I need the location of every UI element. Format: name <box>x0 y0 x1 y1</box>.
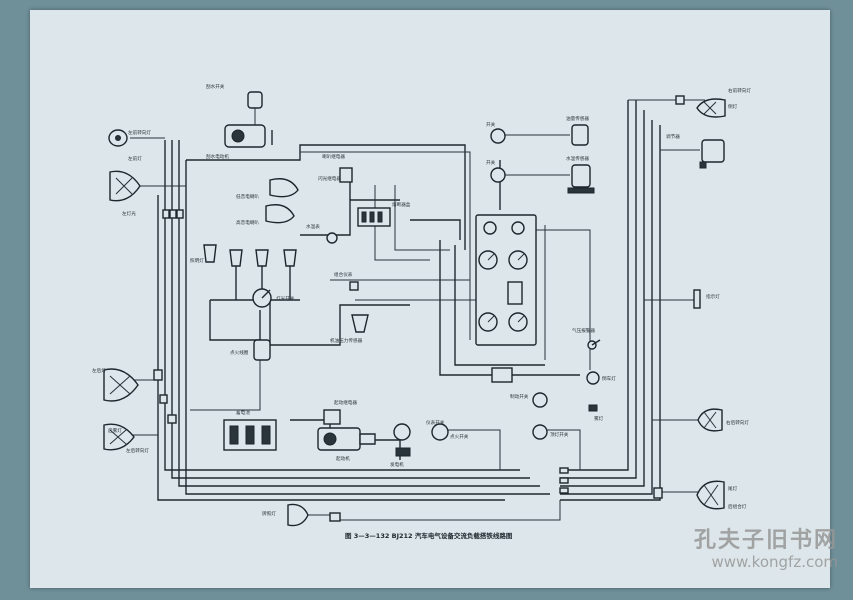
starter-motor <box>317 427 376 451</box>
regulator <box>491 367 513 383</box>
fuse-box <box>357 207 391 227</box>
left-rear-turn-lamp <box>103 423 135 451</box>
label-fog-lamp: 雾灯 <box>594 415 604 422</box>
label-left-front-turn: 左前转向灯 <box>128 129 151 136</box>
label-oil-sensor: 机油压力传感器 <box>330 337 363 344</box>
fuel-gauge-sensor <box>349 281 359 291</box>
label-regulator: 调节器 <box>666 133 680 140</box>
label-generator: 发电机 <box>390 461 404 468</box>
generator <box>393 423 411 457</box>
lamp-row <box>203 244 297 267</box>
label-top-switch-a: 开关 <box>486 121 496 128</box>
label-temp-sensor: 水温传感器 <box>566 155 589 162</box>
left-front-turn-lamp <box>108 129 128 147</box>
label-fuel-sensor: 油量传感器 <box>566 115 589 122</box>
dash-indicator <box>587 339 601 350</box>
label-light-switch: 灯光开关 <box>276 295 295 302</box>
ignition-switch <box>431 423 449 441</box>
label-gauge-cluster: 组合仪表 <box>334 271 353 278</box>
temp-sensor <box>567 164 595 194</box>
label-right-front-turn: 右前转向灯 <box>728 87 751 94</box>
wiper-motor <box>224 91 266 148</box>
label-left-headlamp-b: 左灯光 <box>122 210 136 217</box>
label-left-rear-lamp: 左后灯 <box>92 367 106 374</box>
gauge-cluster <box>475 214 537 346</box>
label-left-headlamp-a: 左前灯 <box>128 155 142 162</box>
label-horn-relay: 喇叭继电器 <box>322 153 345 160</box>
oil-sensor <box>351 314 369 333</box>
label-temp-gauge: 水温表 <box>306 223 320 230</box>
high-horn <box>265 204 295 224</box>
light-switch <box>252 288 272 308</box>
label-air-pressure: 气压报警器 <box>572 327 595 334</box>
wire-harness <box>125 99 705 521</box>
horn-relay <box>339 167 353 183</box>
component-labels: 左前转向灯 左前灯 左灯光 刮水开关 刮水电动机 喇叭继电器 低音电喇叭 高音电… <box>92 83 751 517</box>
left-rear-combo-lamp <box>103 368 139 402</box>
label-starter: 起动机 <box>336 455 350 462</box>
dome-switch <box>532 424 548 440</box>
low-horn <box>269 178 299 198</box>
label-dash-switch: 仪表开关 <box>426 419 445 426</box>
label-lamp-row: 照明灯 <box>190 257 204 264</box>
label-flasher: 闪光继电器 <box>318 175 341 182</box>
top-switch-a <box>490 128 506 144</box>
right-mid-connector <box>693 289 701 309</box>
label-wiper-switch: 刮水开关 <box>206 83 225 90</box>
right-side-lamp <box>699 139 725 169</box>
starter-relay <box>323 409 341 425</box>
label-right-rear-combo: 后组合灯 <box>728 503 747 510</box>
label-right-rear-turn: 右后转向灯 <box>726 419 749 426</box>
watermark-brand: 孔夫子旧书网 <box>693 528 838 553</box>
right-rear-combo-lamp <box>653 480 725 510</box>
top-switch-b <box>490 167 506 183</box>
label-reverse-lamp: 倒车灯 <box>602 375 616 382</box>
label-ignition: 点火线圈 <box>230 349 249 356</box>
label-horn-b: 高音电喇叭 <box>236 219 259 226</box>
ignition-coil <box>253 339 271 361</box>
temp-gauge <box>326 232 338 244</box>
label-rear-fog-lamp: 后雾灯 <box>108 427 122 434</box>
label-battery: 蓄电池 <box>236 409 250 416</box>
label-ignition-switch: 点火开关 <box>450 433 469 440</box>
label-right-side-lamp: 侧灯 <box>728 103 738 110</box>
fuel-sensor <box>571 124 589 146</box>
right-trunk-connectors <box>559 467 569 494</box>
label-starter-relay: 起动继电器 <box>334 399 357 406</box>
right-fog-lamp <box>697 408 723 432</box>
right-front-turn-lamp <box>675 95 726 118</box>
brake-switch <box>532 392 548 408</box>
left-headlamp <box>109 170 141 202</box>
label-right-rear-lamp: 尾灯 <box>728 485 738 492</box>
label-top-switch-b: 开关 <box>486 159 496 166</box>
label-license-lamp: 牌照灯 <box>262 510 276 517</box>
reverse-switch <box>586 371 600 412</box>
license-lamp <box>287 503 341 527</box>
watermark-url: www.kongfz.com <box>711 553 838 571</box>
battery <box>223 419 277 451</box>
label-fuse-box: 熔断器盒 <box>392 201 411 208</box>
label-dome-switch: 顶灯开关 <box>550 431 569 438</box>
label-indicator: 指示灯 <box>706 293 720 300</box>
label-horn-a: 低音电喇叭 <box>236 193 259 200</box>
figure-caption: 图 3—3—132 BJ212 汽车电气设备交流负载搭铁线路图 <box>345 531 513 540</box>
label-left-rear-turn: 左后转向灯 <box>126 447 149 454</box>
label-wiper-motor: 刮水电动机 <box>206 153 229 160</box>
label-brake-switch: 制动开关 <box>510 393 529 400</box>
left-trunk-connectors <box>153 209 184 424</box>
